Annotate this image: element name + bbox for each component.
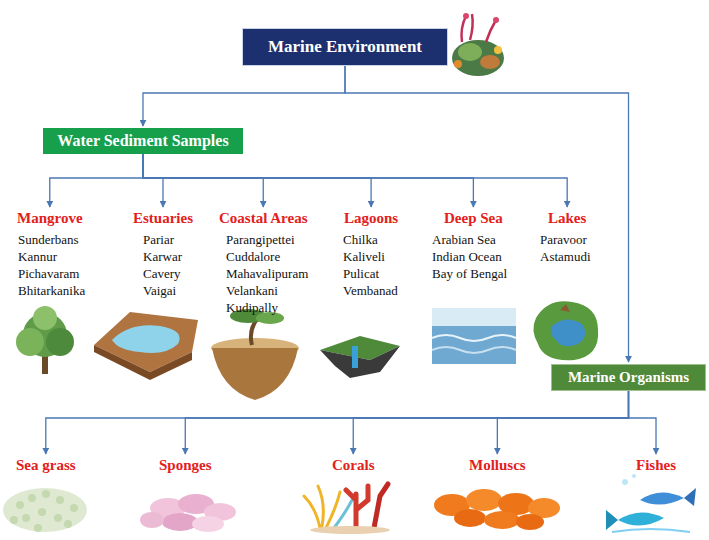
- estuary-illustration: [94, 312, 198, 380]
- fishes-illustration: [606, 474, 696, 532]
- organism-label: Corals: [332, 456, 375, 474]
- column-heading: Deep Sea: [444, 209, 503, 227]
- site-list: Sunderbans Kannur Pichavaram Bhitarkanik…: [18, 231, 100, 299]
- node-label: Water Sediment Samples: [55, 132, 231, 150]
- site-list: Arabian Sea Indian Ocean Bay of Bengal: [432, 231, 524, 282]
- sea-grass-illustration: [3, 488, 87, 532]
- node-label: Fishes: [636, 456, 676, 474]
- column-heading: Mangrove: [17, 209, 83, 227]
- node-label: Sponges: [159, 456, 212, 474]
- node-label: Molluscs: [469, 456, 526, 474]
- connector-arrow: [143, 154, 371, 207]
- reef-illustration: [452, 13, 504, 76]
- deep-sea-illustration: [432, 308, 516, 364]
- connector-arrow: [143, 154, 163, 207]
- source-column: Coastal AreasParangipettei Cuddalore Mah…: [219, 209, 330, 316]
- source-column: LakesParavoor Astamudi: [540, 209, 602, 265]
- corals-illustration: [304, 484, 390, 534]
- organism-label: Fishes: [636, 456, 676, 474]
- node-label: Sea grass: [16, 456, 76, 474]
- connector-arrow: [353, 391, 628, 454]
- title-box: Marine Environment: [242, 28, 448, 66]
- site-list: Paravoor Astamudi: [540, 231, 602, 265]
- organism-label: Sea grass: [16, 456, 76, 474]
- category-box: Marine Organisms: [551, 364, 706, 391]
- source-column: LagoonsChilka Kaliveli Pulicat Vembanad: [343, 209, 411, 299]
- node-label: Marine Environment: [259, 37, 431, 57]
- sponges-illustration: [140, 494, 236, 532]
- site-list: Pariar Karwar Cavery Vaigai: [143, 231, 199, 299]
- molluscs-illustration: [434, 489, 560, 530]
- site-list: Parangipettei Cuddalore Mahavalipuram Ve…: [226, 231, 330, 316]
- column-heading: Estuaries: [133, 209, 193, 227]
- connector-arrow: [143, 154, 263, 207]
- connector-arrow: [143, 154, 473, 207]
- site-list: Chilka Kaliveli Pulicat Vembanad: [343, 231, 411, 299]
- connector-arrow: [143, 154, 567, 207]
- column-heading: Lagoons: [344, 209, 398, 227]
- category-box: Water Sediment Samples: [43, 128, 243, 154]
- node-label: Marine Organisms: [562, 369, 695, 386]
- connector-arrow: [629, 391, 657, 454]
- column-heading: Lakes: [548, 209, 586, 227]
- connector-arrow: [497, 391, 628, 454]
- lake-illustration: [533, 301, 598, 360]
- source-column: Deep SeaArabian Sea Indian Ocean Bay of …: [432, 209, 524, 282]
- connector-arrow: [50, 154, 143, 207]
- connector-arrow: [185, 391, 628, 454]
- connector-arrow: [46, 391, 629, 454]
- source-column: MangroveSunderbans Kannur Pichavaram Bhi…: [17, 209, 100, 299]
- organism-label: Sponges: [159, 456, 212, 474]
- lagoon-illustration: [320, 336, 400, 378]
- column-heading: Coastal Areas: [219, 209, 307, 227]
- organism-label: Molluscs: [469, 456, 526, 474]
- node-label: Corals: [332, 456, 375, 474]
- mangrove-illustration: [16, 306, 74, 374]
- connector-arrow: [345, 66, 629, 362]
- source-column: EstuariesPariar Karwar Cavery Vaigai: [133, 209, 199, 299]
- coastal-illustration: [211, 309, 299, 400]
- connector-arrow: [143, 66, 345, 126]
